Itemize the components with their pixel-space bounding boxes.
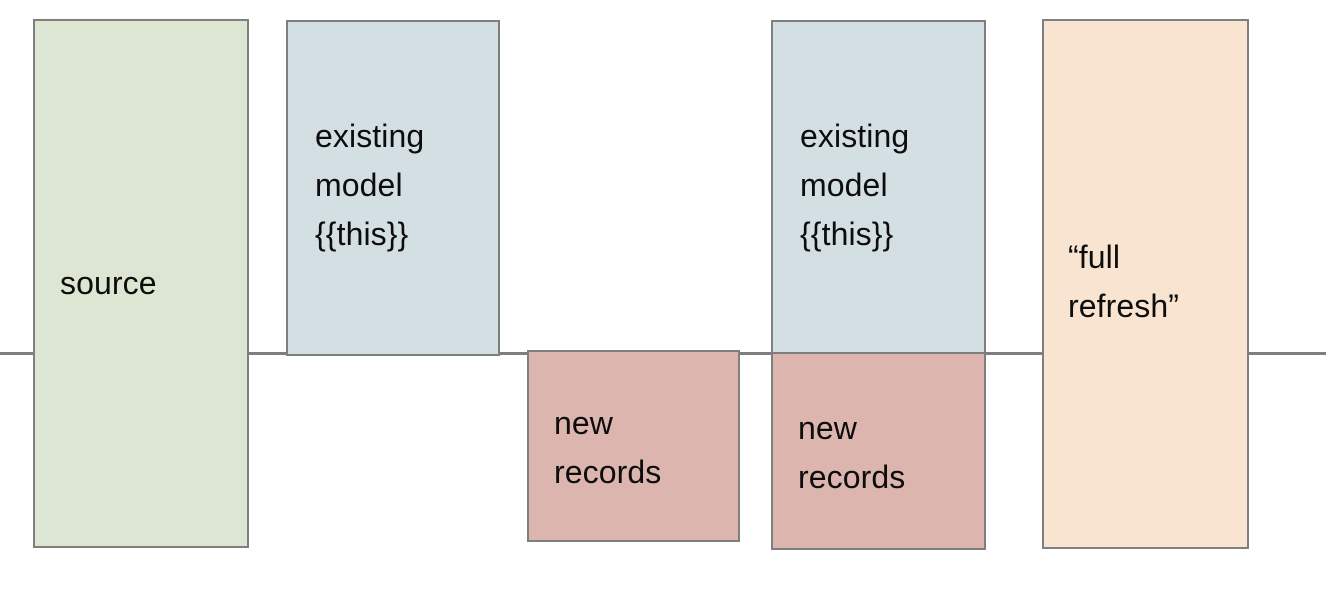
box-existing-model-2[interactable]: existing model {{this}} xyxy=(771,20,986,356)
box-full-refresh[interactable]: “full refresh” xyxy=(1042,19,1249,549)
box-existing-model-1-label: existing model {{this}} xyxy=(315,117,425,252)
box-existing-model-2-label: existing model {{this}} xyxy=(800,117,910,252)
box-source[interactable]: source xyxy=(33,19,249,548)
box-new-records-1-label: new records xyxy=(554,405,662,490)
box-new-records-1[interactable]: new records xyxy=(527,350,740,542)
box-new-records-2-label: new records xyxy=(798,410,906,495)
box-full-refresh-label: “full refresh” xyxy=(1068,239,1180,324)
box-source-label: source xyxy=(60,265,157,301)
box-existing-model-1[interactable]: existing model {{this}} xyxy=(286,20,500,356)
box-new-records-2[interactable]: new records xyxy=(771,352,986,550)
